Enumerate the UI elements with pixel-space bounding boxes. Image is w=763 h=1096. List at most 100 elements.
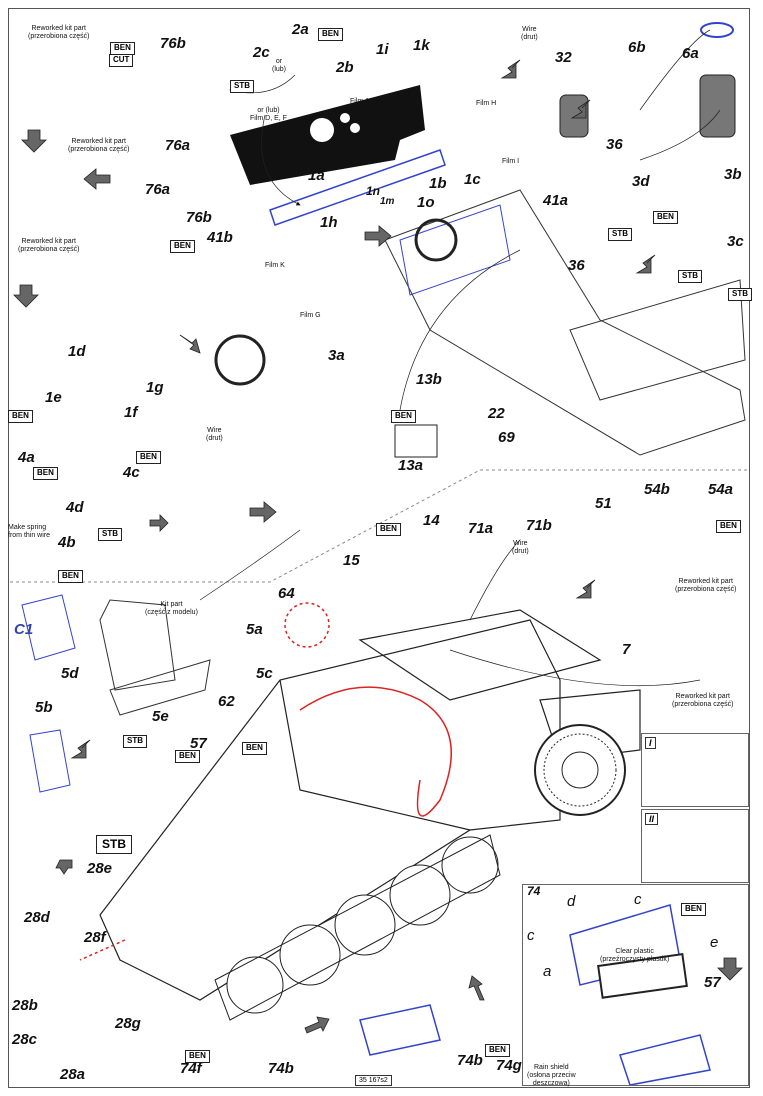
- wire-note: Wire (drut): [512, 540, 529, 556]
- reworked-note: Reworked kit part (przerobiona część): [672, 693, 734, 709]
- film-h-label: Film H: [476, 100, 497, 107]
- or-note: or (lub): [272, 58, 287, 74]
- part-label: 3a: [328, 347, 345, 364]
- part-label: 3c: [727, 233, 744, 250]
- ben-tag: BEN: [716, 520, 741, 533]
- part-label: a: [543, 963, 552, 980]
- seat-mesh-c1: [21, 594, 76, 793]
- part-label: 28e: [87, 860, 113, 877]
- part-label: 28f: [84, 929, 106, 946]
- ben-tag: BEN: [391, 410, 416, 423]
- stb-tag: STB: [608, 228, 632, 241]
- part-label: 5a: [246, 621, 263, 638]
- reworked-note: Reworked kit part (przerobiona część): [68, 138, 130, 154]
- part-label: 54a: [708, 481, 734, 498]
- ben-tag: BEN: [376, 523, 401, 536]
- part-label: 71a: [468, 520, 494, 537]
- stb-tag: STB: [98, 528, 122, 541]
- part-label: 4c: [123, 464, 140, 481]
- stb-tag: STB: [678, 270, 702, 283]
- part-label: 13a: [398, 457, 424, 474]
- part-label: 28c: [12, 1031, 38, 1048]
- ben-tag: BEN: [681, 903, 706, 916]
- part-label: 74: [527, 884, 541, 898]
- part-label: 28d: [24, 909, 50, 926]
- ben-tag: BEN: [485, 1044, 510, 1057]
- leader-lines: [199, 29, 721, 687]
- dashboard-panel-1a: [269, 149, 446, 226]
- part-label: 36: [568, 257, 585, 274]
- front-wheel: [534, 724, 626, 816]
- film-def-label: or (lub) Film D, E, F: [250, 107, 287, 123]
- clear-plastic-sheet: [597, 953, 688, 999]
- reworked-note: Reworked kit part (przerobiona część): [28, 25, 90, 41]
- ring-6a: [700, 22, 734, 38]
- ben-tag: BEN: [136, 451, 161, 464]
- ben-tag: BEN: [110, 42, 135, 55]
- part-label: 1a: [308, 167, 325, 184]
- cut-tag: CUT: [109, 54, 134, 67]
- film-k-label: Film K: [265, 262, 285, 269]
- kit-part-note: Kit part (część z modelu): [145, 601, 198, 617]
- section-separator: [10, 469, 750, 583]
- ben-tag: BEN: [8, 410, 33, 423]
- stb-tag: STB: [96, 835, 132, 855]
- part-label: 15: [343, 552, 360, 569]
- part-label: 6a: [682, 45, 699, 62]
- part-label: 14: [423, 512, 440, 529]
- part-label: 54b: [644, 481, 670, 498]
- part-label: 4d: [66, 499, 84, 516]
- fuel-can-6a: [699, 74, 736, 138]
- part-label: 1h: [320, 214, 338, 231]
- inset-rain-shield: [522, 884, 749, 1086]
- ben-tag: BEN: [185, 1050, 210, 1063]
- part-label: 71b: [526, 517, 552, 534]
- wire-note: Wire (drut): [521, 26, 538, 42]
- part-label: 1i: [376, 41, 389, 58]
- steering-wheel: [214, 334, 266, 386]
- part-label: 6b: [628, 39, 646, 56]
- part-label: e: [710, 934, 719, 951]
- stb-tag: STB: [230, 80, 254, 93]
- ben-tag: BEN: [58, 570, 83, 583]
- inset-step-1: I: [641, 733, 749, 807]
- assembly-arrows: [13, 59, 743, 1034]
- part-label: 5e: [152, 708, 169, 725]
- inset-step-2: II: [641, 809, 749, 883]
- part-label: 1e: [45, 389, 62, 406]
- part-label: d: [567, 893, 576, 910]
- part-label: 76a: [145, 181, 171, 198]
- part-label: 76b: [160, 35, 186, 52]
- part-label: 2b: [336, 59, 354, 76]
- part-label: 36: [606, 136, 623, 153]
- sheet-code: 35 167s2: [355, 1075, 392, 1086]
- part-label: 28a: [60, 1066, 86, 1083]
- part-label: 62: [218, 693, 235, 710]
- part-label: 74f: [180, 1060, 202, 1077]
- part-label: 22: [488, 405, 505, 422]
- part-label: 32: [555, 49, 572, 66]
- reworked-note: Reworked kit part (przerobiona część): [675, 578, 737, 594]
- battery-13a: [394, 424, 438, 458]
- part-label: 13b: [416, 371, 442, 388]
- film-g-label: Film G: [300, 312, 321, 319]
- part-label: 4b: [58, 534, 76, 551]
- part-label: 1k: [413, 37, 430, 54]
- part-label: 5b: [35, 699, 53, 716]
- part-label: 74b: [457, 1052, 483, 1069]
- ben-tag: BEN: [33, 467, 58, 480]
- stb-tag: STB: [123, 735, 147, 748]
- film-a-label: Film A: [350, 98, 370, 105]
- part-label: 1d: [68, 343, 86, 360]
- part-label: c: [527, 927, 535, 944]
- seat-kit-part: [99, 599, 211, 716]
- part-label: 1n: [366, 184, 381, 198]
- road-wheels: [226, 836, 499, 1014]
- stb-tag: STB: [728, 288, 752, 301]
- part-label: 74b: [268, 1060, 294, 1077]
- part-label: 51: [595, 495, 612, 512]
- ben-tag: BEN: [242, 742, 267, 755]
- part-label: 5c: [256, 665, 273, 682]
- part-label: 1c: [464, 171, 481, 188]
- part-label: 64: [278, 585, 295, 602]
